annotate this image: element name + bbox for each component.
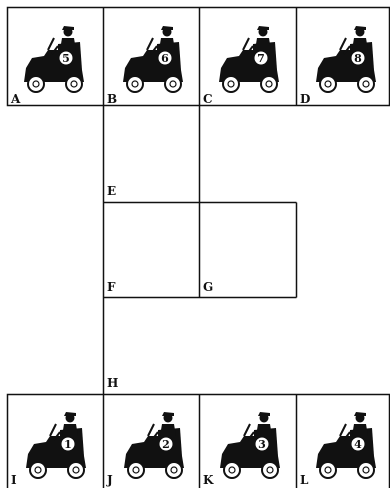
car-number-i: 1 [64,438,72,451]
cell-label-k: K [203,473,214,487]
car-d: 8 [316,26,376,92]
cell-label-j: J [106,473,113,487]
car-number-l: 4 [354,438,362,451]
car-number-k: 3 [258,438,266,451]
cell-label-d: D [300,92,310,106]
car-k: 3 [220,412,280,478]
cell-label-a: A [10,92,21,106]
cell-label-g: G [203,280,213,294]
cell-label-h: H [107,376,118,390]
cell-label-i: I [11,473,17,487]
car-number-c: 7 [257,52,265,65]
car-i: 1 [26,412,86,478]
cell-label-l: L [300,473,309,487]
car-c: 7 [219,26,279,92]
car-number-b: 6 [161,52,169,65]
cell-label-e: E [107,184,116,198]
car-j: 2 [124,412,184,478]
cell-label-f: F [107,280,116,294]
car-a: 5 [24,26,84,92]
cell-label-b: B [107,92,117,106]
car-number-j: 2 [162,438,170,451]
cell-label-c: C [203,92,213,106]
car-l: 4 [316,412,376,478]
car-b: 6 [123,26,183,92]
car-number-a: 5 [62,52,70,65]
car-number-d: 8 [354,52,362,65]
